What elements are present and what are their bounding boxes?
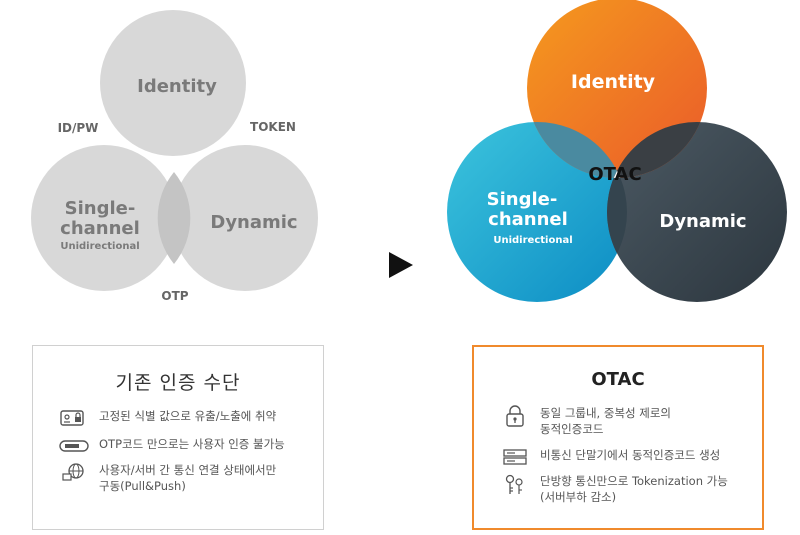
overlap-left-right <box>157 172 191 264</box>
single-channel-label-line1: Single- <box>65 198 136 219</box>
otac-item-3-text: 단방향 통신만으로 Tokenization 가능 <box>540 474 728 488</box>
identity-circle <box>100 10 246 156</box>
dynamic-label: Dynamic <box>659 211 746 232</box>
unidirectional-label: Unidirectional <box>60 241 139 252</box>
single-channel-label-line2: channel <box>60 218 140 239</box>
globe-computer-icon <box>62 463 84 481</box>
server-icon <box>503 449 527 465</box>
otac-item-1-text: 동일 그룹내, 중복성 제로의 <box>540 406 672 420</box>
legacy-auth-panel: 기존 인증 수단 고정된 식별 값으로 유출/노출에 취약 OTP코드 만으로는… <box>32 345 324 530</box>
dynamic-label: Dynamic <box>210 212 297 233</box>
otac-item-2-text: 비통신 단말기에서 동적인증코드 생성 <box>540 448 721 462</box>
single-channel-circle <box>31 145 177 291</box>
single-channel-label-line1: Single- <box>487 189 558 210</box>
otac-panel: OTAC 동일 그룹내, 중복성 제로의 동적인증코드 비통신 단말기에서 동적… <box>472 345 764 530</box>
otac-panel-title: OTAC <box>591 369 645 390</box>
otac-center-label: OTAC <box>588 164 641 185</box>
identity-label: Identity <box>571 71 656 93</box>
legacy-item-1-text: 고정된 식별 값으로 유출/노출에 취약 <box>99 409 277 423</box>
otac-item-1-text2: 동적인증코드 <box>540 422 604 436</box>
legacy-item-2-text: OTP코드 만으로는 사용자 인증 불가능 <box>99 437 285 451</box>
padlock-icon <box>506 405 524 427</box>
overlap-identity-single <box>527 122 627 178</box>
legacy-item-2: OTP코드 만으로는 사용자 인증 불가능 <box>59 436 285 456</box>
otac-item-1: 동일 그룹내, 중복성 제로의 동적인증코드 <box>500 405 671 437</box>
legacy-item-3: 사용자/서버 간 통신 연결 상태에서만 구동(Pull&Push) <box>59 462 276 494</box>
otp-label: OTP <box>161 289 188 303</box>
otac-venn-diagram: Identity OTAC Single- channel Unidirecti… <box>447 0 787 302</box>
dynamic-circle <box>172 145 318 291</box>
token-label: TOKEN <box>250 120 296 134</box>
otac-item-3-text2: (서버부하 감소) <box>540 490 617 504</box>
legacy-item-3-text2: 구동(Pull&Push) <box>99 479 186 493</box>
legacy-auth-title: 기존 인증 수단 <box>115 372 241 394</box>
otac-item-3: 단방향 통신만으로 Tokenization 가능 (서버부하 감소) <box>500 473 728 505</box>
otp-token-icon <box>59 440 89 452</box>
unidirectional-label: Unidirectional <box>493 235 572 246</box>
play-triangle-icon <box>389 252 413 278</box>
id-card-lock-icon <box>60 410 84 426</box>
otac-item-2: 비통신 단말기에서 동적인증코드 생성 <box>500 447 720 467</box>
single-channel-label-line2: channel <box>488 209 568 230</box>
legacy-venn-diagram: Identity Single- channel Unidirectional … <box>31 10 318 303</box>
idpw-label: ID/PW <box>58 121 99 135</box>
legacy-item-3-text: 사용자/서버 간 통신 연결 상태에서만 <box>99 463 277 477</box>
legacy-item-1: 고정된 식별 값으로 유출/노출에 취약 <box>59 408 276 428</box>
identity-label: Identity <box>137 76 217 97</box>
keys-icon <box>505 474 523 494</box>
overlap-identity-dynamic <box>607 122 707 178</box>
